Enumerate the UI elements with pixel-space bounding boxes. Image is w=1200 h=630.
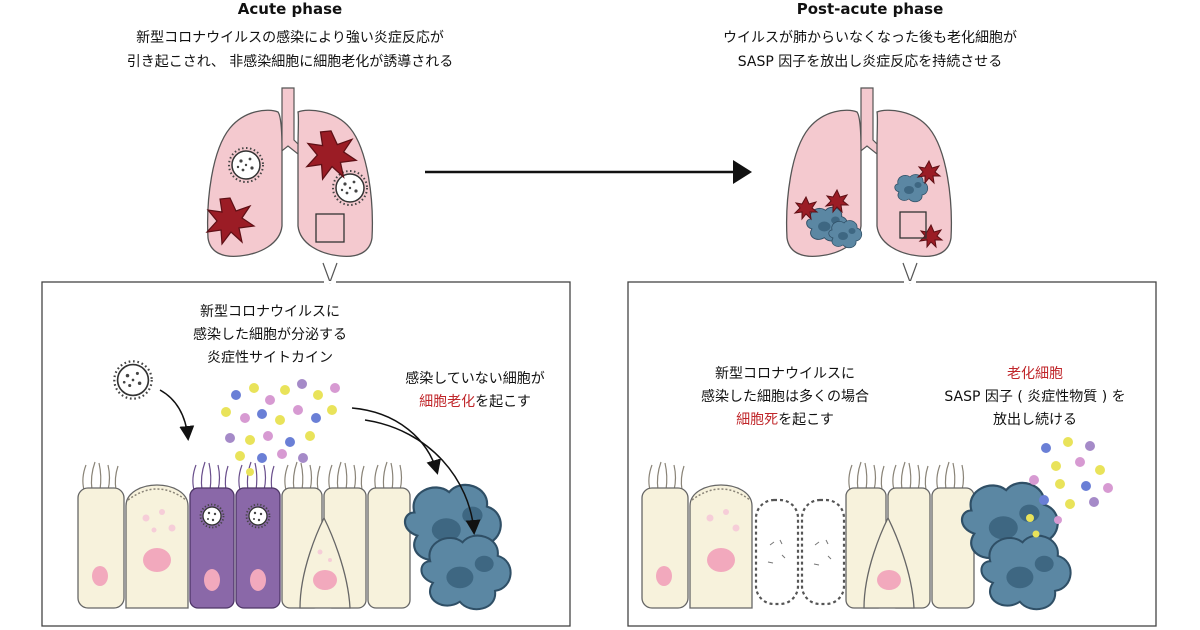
post-acute-lung bbox=[786, 87, 952, 258]
arrow-head-icon bbox=[733, 160, 752, 184]
goblet-cell bbox=[689, 484, 753, 609]
cytokine-label-line-1: 新型コロナウイルスに bbox=[200, 304, 340, 320]
post-acute-phase-title: Post-acute phase bbox=[796, 0, 944, 18]
cell-death-label-line-1: 新型コロナウイルスに bbox=[715, 366, 855, 382]
post-acute-description-line-1: ウイルスが肺からいなくなった後も老化細胞が bbox=[723, 30, 1017, 46]
virus-icon bbox=[113, 360, 153, 400]
acute-epithelium bbox=[77, 461, 512, 611]
dead-cell bbox=[800, 498, 846, 606]
epithelial-cell bbox=[367, 487, 411, 609]
zoom-box bbox=[315, 213, 345, 243]
basal-cell bbox=[299, 516, 351, 609]
epithelial-cell bbox=[641, 487, 689, 609]
senescent-cell bbox=[980, 534, 1072, 611]
infection-arrow bbox=[159, 389, 195, 441]
post-acute-description-line-2: SASP 因子を放出し炎症反応を持続させる bbox=[737, 54, 1003, 70]
uninfected-senescence-label-line-1: 感染していない細胞が bbox=[405, 371, 545, 387]
cytokine-arrow bbox=[351, 407, 441, 475]
zoom-box bbox=[899, 211, 927, 239]
sasp-particles bbox=[1026, 437, 1113, 538]
acute-description-line-2: 引き起こされ、 非感染細胞に細胞老化が誘導される bbox=[126, 54, 454, 70]
senescent-cell-label: 老化細胞 bbox=[1007, 366, 1063, 382]
goblet-cell bbox=[125, 484, 189, 609]
cytokine-particles bbox=[221, 379, 340, 476]
senescence-rest: を起こす bbox=[475, 394, 531, 410]
cell-nucleus bbox=[92, 566, 108, 586]
epithelial-cell bbox=[77, 487, 125, 609]
cytokine-arrow bbox=[364, 419, 481, 535]
post-acute-epithelium bbox=[641, 461, 1072, 611]
epithelial-cell bbox=[931, 487, 975, 609]
cell-death-label-line-2: 感染した細胞は多くの場合 bbox=[701, 389, 869, 405]
acute-phase-title: Acute phase bbox=[237, 0, 343, 18]
acute-description-line-1: 新型コロナウイルスの感染により強い炎症反応が bbox=[136, 30, 444, 46]
post-acute-detail-panel bbox=[627, 281, 1157, 627]
acute-lung bbox=[206, 87, 373, 258]
dead-cell bbox=[754, 498, 800, 606]
cell-nucleus bbox=[143, 548, 171, 572]
senescent-cell-cluster bbox=[828, 220, 863, 249]
senescence-highlight: 細胞老化 bbox=[419, 394, 476, 410]
basal-cell bbox=[863, 516, 915, 609]
acute-detail-panel bbox=[41, 281, 571, 627]
cytokine-label-line-2: 感染した細胞が分泌する bbox=[193, 327, 347, 343]
cell-death-label-line-3: 細胞死を起こす bbox=[670, 409, 900, 432]
cell-death-highlight: 細胞死 bbox=[736, 412, 779, 428]
cytokine-label-line-3: 炎症性サイトカイン bbox=[207, 350, 333, 366]
senescent-cell bbox=[420, 534, 512, 611]
uninfected-senescence-label-line-2: 細胞老化を起こす bbox=[375, 391, 575, 414]
cell-death-rest: を起こす bbox=[778, 412, 834, 428]
sasp-label-line-2: SASP 因子 ( 炎症性物質 ) を bbox=[944, 389, 1126, 405]
sasp-label-line-3: 放出し続ける bbox=[993, 412, 1077, 428]
